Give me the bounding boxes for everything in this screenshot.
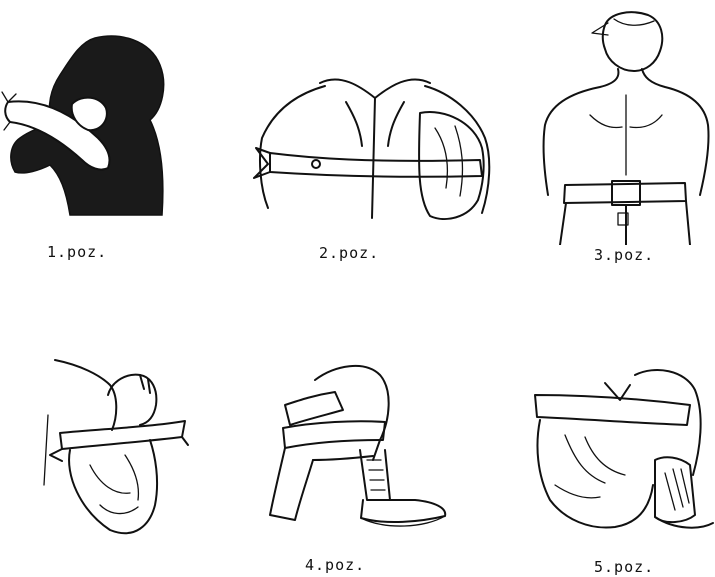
illustration-position-1 xyxy=(0,30,175,220)
illustration-position-2 xyxy=(250,68,500,228)
sling-shoulder-drawing xyxy=(0,30,175,220)
caption-position-4: 4.poz. xyxy=(305,556,365,574)
illustration-position-4 xyxy=(255,360,455,535)
illustration-position-3 xyxy=(530,5,715,245)
knee-bandage-drawing xyxy=(525,365,715,540)
caption-position-5: 5.poz. xyxy=(594,558,654,576)
caption-position-3: 3.poz. xyxy=(594,246,654,264)
illustration-wrist-tie xyxy=(40,355,190,545)
caption-position-1: 1.poz. xyxy=(47,243,107,261)
sling-back-drawing xyxy=(530,5,715,245)
caption-position-2: 2.poz. xyxy=(319,244,379,262)
sling-chest-drawing xyxy=(250,68,500,228)
leg-bandage-drawing xyxy=(255,360,455,535)
illustration-position-5 xyxy=(525,365,715,540)
wrist-tie-drawing xyxy=(40,355,190,545)
